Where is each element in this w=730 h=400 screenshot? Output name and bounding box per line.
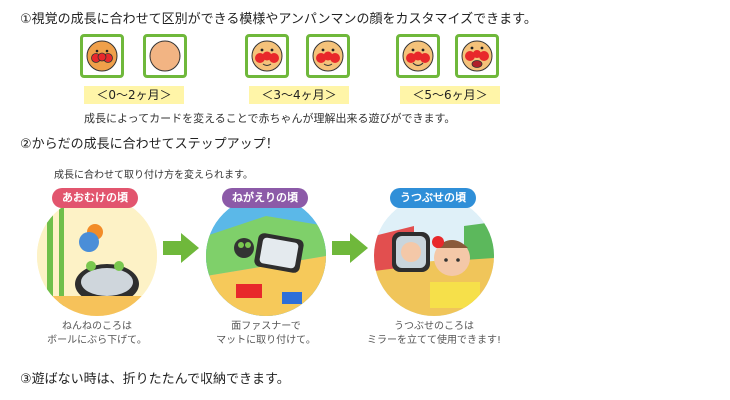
card-anpanman-a [245,34,289,78]
step1-caption-line1: ねんねのころは [62,321,132,332]
age-label-3-4: ＜3～4ヶ月＞ [249,86,349,104]
step3-label-badge: うつぶせの頃 [390,188,476,208]
step2-photo [206,196,326,316]
card-anpanman-b [306,34,350,78]
section1-note: 成長によってカードを変えることで赤ちゃんが理解出来る遊びができます。 [84,112,456,125]
step3-caption-line2: ミラーを立てて使用できます! [366,335,501,346]
age-label-0-2: ＜0～2ヶ月＞ [84,86,184,104]
anpanman-face-icon [251,40,283,72]
anpanman-simple-face-icon [86,40,118,72]
age-label-5-6: ＜5～6ヶ月＞ [400,86,500,104]
section3-heading: ③遊ばない時は、折りたたんで収納できます。 [20,372,290,387]
arrow-right-icon [332,233,368,263]
step1-caption-line2: ボールにぶら下げて。 [47,335,147,346]
anpanman-smile-face-icon [402,40,434,72]
section1-heading: ①視覚の成長に合わせて区別ができる模様やアンパンマンの顔をカスタマイズできます。 [20,12,537,27]
section2-subheading: 成長に合わせて取り付け方を変えられます。 [54,170,253,181]
step1-photo [37,196,157,316]
anpanman-open-mouth-face-icon [461,40,493,72]
step3-photo [374,196,494,316]
step1-label-badge: あおむけの頃 [52,188,138,208]
step2-caption-line1: 面ファスナーで [231,321,301,332]
card-anpanman-smile [396,34,440,78]
card-anpanman-outline [80,34,124,78]
card-plain-circle [143,34,187,78]
plain-circle-icon [149,40,181,72]
anpanman-face-icon [312,40,344,72]
arrow-right-icon [163,233,199,263]
step2-label-badge: ねがえりの頃 [222,188,308,208]
section2-heading: ②からだの成長に合わせてステップアップ！ [20,137,279,152]
card-anpanman-open-mouth [455,34,499,78]
step2-caption-line2: マットに取り付けて。 [216,335,316,346]
step3-caption-line1: うつぶせのころは [394,321,474,332]
